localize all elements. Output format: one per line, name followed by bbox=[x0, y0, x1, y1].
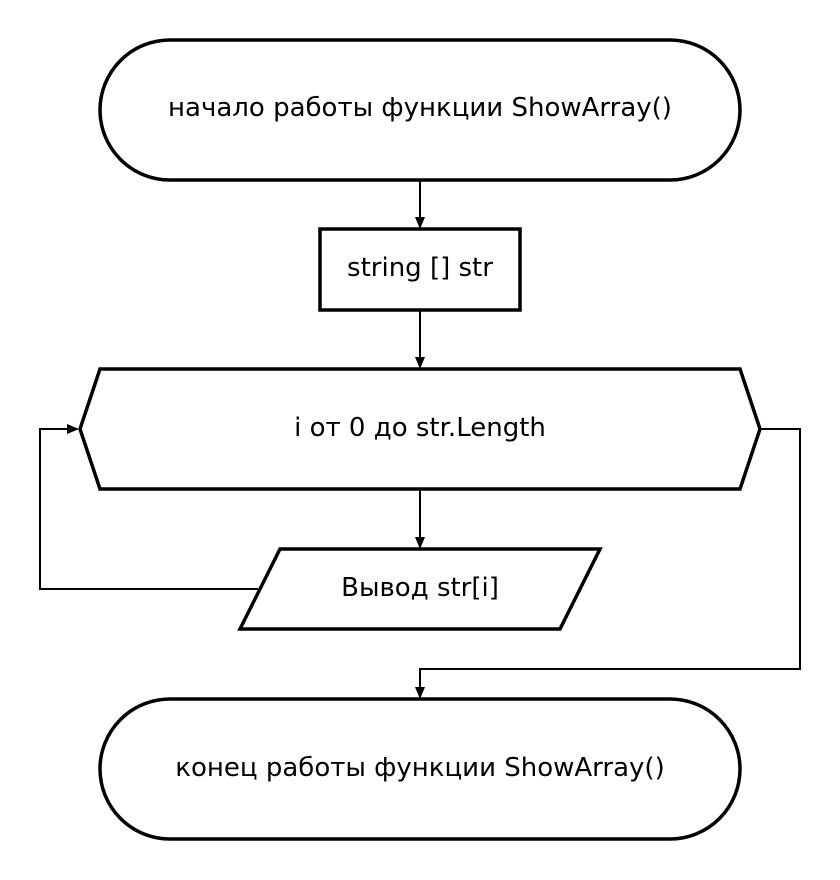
output-parallelogram-shape bbox=[237, 547, 603, 631]
edge-loop-back bbox=[39, 428, 258, 590]
loop-node-label: i от 0 до str.Length bbox=[294, 413, 546, 443]
start-node-label: начало работы функции ShowArray() bbox=[168, 93, 672, 123]
output-node: Вывод str[i] bbox=[237, 547, 603, 631]
end-node-label: конец работы функции ShowArray() bbox=[175, 753, 664, 783]
loop-hexagon-shape bbox=[78, 367, 762, 491]
arrowhead-output bbox=[415, 537, 425, 549]
declare-node-label: string [] str bbox=[347, 253, 493, 283]
edge-loop-exit bbox=[419, 428, 801, 688]
arrowhead-declare bbox=[415, 217, 425, 229]
end-node: конец работы функции ShowArray() bbox=[98, 697, 742, 841]
start-terminator-shape bbox=[98, 38, 742, 182]
start-node: начало работы функции ShowArray() bbox=[98, 38, 742, 182]
declare-process-shape bbox=[318, 227, 522, 312]
declare-node: string [] str bbox=[318, 227, 522, 312]
loop-node: i от 0 до str.Length bbox=[78, 367, 762, 491]
arrowhead-end bbox=[415, 687, 425, 699]
arrowhead-loop-back bbox=[67, 424, 79, 434]
end-terminator-shape bbox=[98, 697, 742, 841]
connectors bbox=[39, 180, 801, 699]
arrowhead-loop bbox=[415, 357, 425, 369]
output-node-label: Вывод str[i] bbox=[341, 573, 499, 603]
